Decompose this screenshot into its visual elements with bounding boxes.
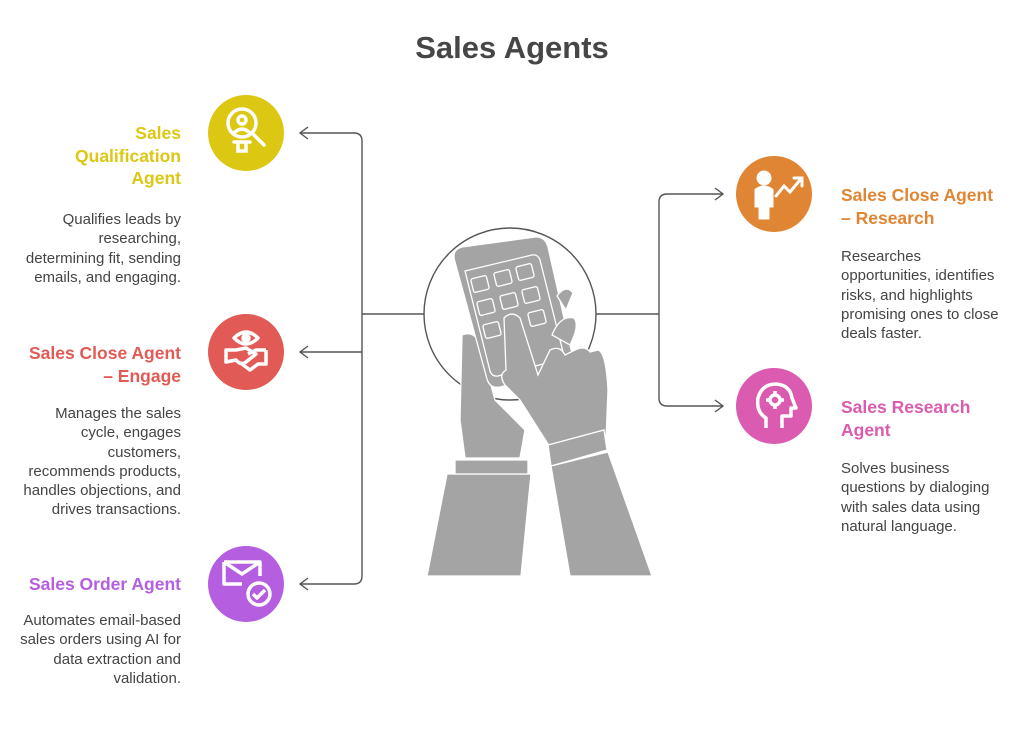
agent-description-close-engage: Manages the sales cycle, engages custome… [23,405,181,519]
agent-name-order: Sales Order Agent [28,574,181,594]
magnifier-person-icon [208,95,284,171]
eye-handshake-icon [208,314,284,390]
person-trend-icon [736,156,812,232]
agent-description-research: Solves business questions by dialoging w… [841,460,990,535]
right-connector [595,187,725,413]
head-gear-icon [736,368,812,444]
left-connector [298,126,426,591]
agent-description-close-research: Researches opportunities, identifies ris… [841,248,999,343]
page-title: Sales Agents [415,30,609,65]
agent-description-qualification: Qualifies leads by researching, determin… [25,211,181,286]
agent-name-close-engage: Sales Close Agent – Engage [28,343,181,386]
agent-name-qualification: Sales Qualification Agent [75,123,181,188]
hands-phone-icon [426,236,653,577]
agent-name-research: Sales Research Agent [841,397,971,440]
agent-name-close-research: Sales Close Agent – Research [841,185,994,228]
agent-description-order: Automates email-based sales orders using… [20,612,181,687]
email-check-icon [208,546,284,622]
